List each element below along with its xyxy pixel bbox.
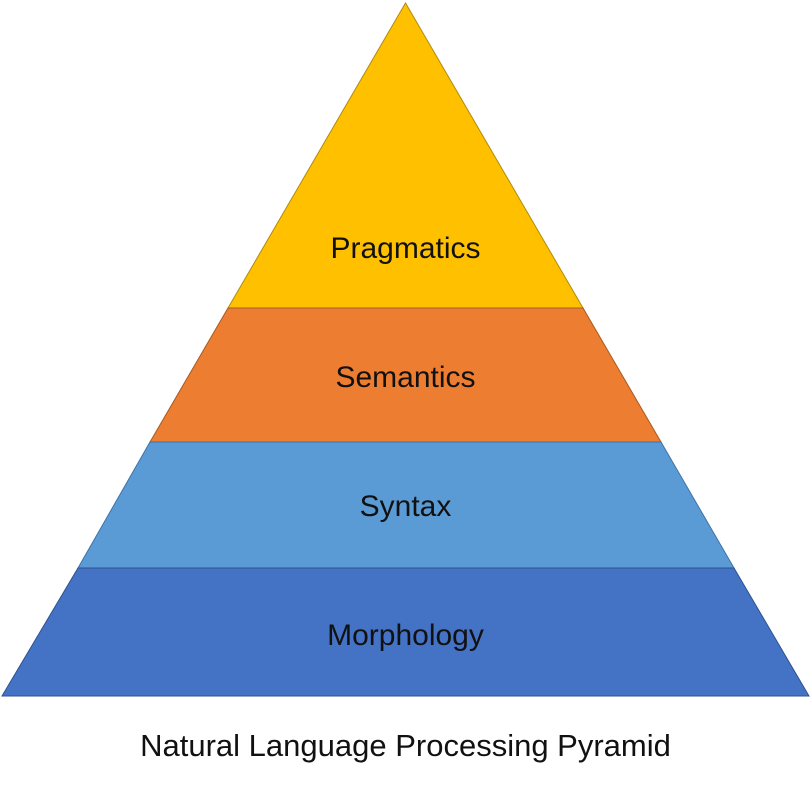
pyramid-layer-pragmatics: Pragmatics [227,2,584,309]
pyramid-layer-semantics: Semantics [149,307,662,443]
pyramid-layer-syntax: Syntax [77,441,735,569]
diagram-caption: Natural Language Processing Pyramid [140,728,671,763]
syntax-label: Syntax [360,490,452,523]
semantics-label: Semantics [335,361,475,394]
pragmatics-label: Pragmatics [330,232,480,265]
morphology-shape [1,567,810,697]
morphology-label: Morphology [327,619,484,652]
pyramid-layer-morphology: Morphology [1,567,810,697]
